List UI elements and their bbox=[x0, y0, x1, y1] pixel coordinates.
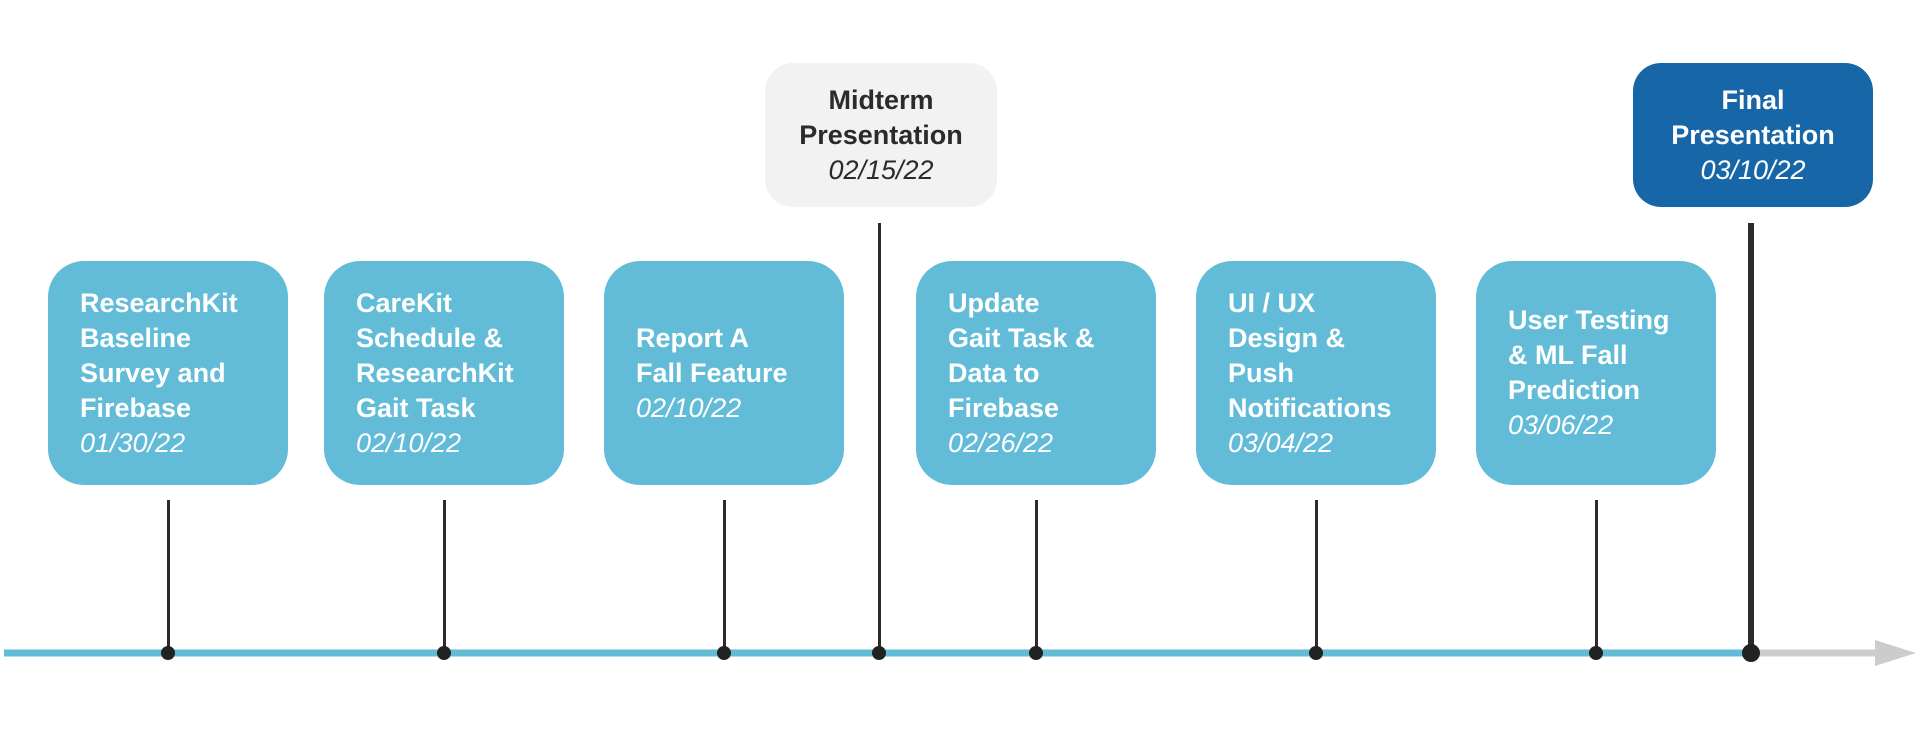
milestone-connector bbox=[878, 223, 881, 653]
task-date: 03/06/22 bbox=[1508, 410, 1614, 440]
task-title-line: Survey and bbox=[80, 357, 226, 388]
milestone-connector bbox=[1748, 223, 1754, 653]
milestone-title-line: Presentation bbox=[1671, 119, 1835, 150]
task-connector bbox=[1035, 500, 1038, 653]
task-title-line: ResearchKit bbox=[356, 357, 514, 388]
task-date: 02/26/22 bbox=[948, 427, 1054, 458]
task-dot bbox=[437, 646, 451, 660]
task-connector bbox=[1595, 500, 1598, 653]
task-box: Report A Fall Feature 02/10/22 bbox=[604, 261, 844, 485]
task-title-line: Gait Task bbox=[356, 392, 476, 423]
task-title-line: Design & bbox=[1228, 322, 1346, 353]
task-title: ResearchKit Baseline Survey and Firebase bbox=[80, 286, 288, 426]
task-dot bbox=[1309, 646, 1323, 660]
task-box: ResearchKit Baseline Survey and Firebase… bbox=[48, 261, 288, 485]
task-title: Update Gait Task & Data to Firebase bbox=[948, 286, 1156, 426]
task-title-line: Push bbox=[1228, 357, 1295, 388]
milestone-title-line: Final bbox=[1721, 84, 1785, 115]
task-title-line: & ML Fall bbox=[1508, 340, 1628, 370]
milestone-box-final: Final Presentation 03/10/22 bbox=[1633, 63, 1873, 207]
milestone-title-line: Presentation bbox=[799, 119, 963, 150]
task-title: UI / UX Design & Push Notifications bbox=[1228, 286, 1436, 426]
task-title-line: Schedule & bbox=[356, 322, 504, 353]
task-connector bbox=[167, 500, 170, 653]
task-title-line: User Testing bbox=[1508, 305, 1670, 335]
milestone-box-midterm: Midterm Presentation 02/15/22 bbox=[765, 63, 997, 207]
task-connector bbox=[723, 500, 726, 653]
task-title: User Testing & ML Fall Prediction bbox=[1508, 303, 1716, 408]
milestone-title-line: Midterm bbox=[828, 84, 934, 115]
task-connector bbox=[1315, 500, 1318, 653]
milestone-dot bbox=[872, 646, 886, 660]
task-title-line: CareKit bbox=[356, 287, 453, 318]
task-title: Report A Fall Feature bbox=[636, 321, 844, 391]
task-date: 02/10/22 bbox=[356, 427, 462, 458]
task-title-line: Firebase bbox=[948, 392, 1060, 423]
task-date: 02/10/22 bbox=[636, 392, 742, 423]
task-title-line: Report A bbox=[636, 322, 749, 353]
task-connector bbox=[443, 500, 446, 653]
task-title-line: Baseline bbox=[80, 322, 192, 353]
task-dot bbox=[1589, 646, 1603, 660]
task-title-line: Update bbox=[948, 287, 1040, 318]
task-title-line: Gait Task & bbox=[948, 322, 1095, 353]
task-date: 01/30/22 bbox=[80, 427, 186, 458]
task-title-line: UI / UX bbox=[1228, 287, 1316, 318]
task-title-line: Fall Feature bbox=[636, 357, 788, 388]
task-dot bbox=[161, 646, 175, 660]
milestone-date: 03/10/22 bbox=[1700, 154, 1806, 185]
task-date: 03/04/22 bbox=[1228, 427, 1334, 458]
task-dot bbox=[717, 646, 731, 660]
task-title-line: Firebase bbox=[80, 392, 192, 423]
task-box: UI / UX Design & Push Notifications 03/0… bbox=[1196, 261, 1436, 485]
milestone-date: 02/15/22 bbox=[828, 154, 934, 185]
task-dot bbox=[1029, 646, 1043, 660]
timeline-arrow-head-icon bbox=[1875, 640, 1916, 666]
milestone-dot bbox=[1742, 644, 1760, 662]
task-title-line: Prediction bbox=[1508, 375, 1641, 405]
task-box: Update Gait Task & Data to Firebase 02/2… bbox=[916, 261, 1156, 485]
task-box: User Testing & ML Fall Prediction 03/06/… bbox=[1476, 261, 1716, 485]
task-box: CareKit Schedule & ResearchKit Gait Task… bbox=[324, 261, 564, 485]
task-title: CareKit Schedule & ResearchKit Gait Task bbox=[356, 286, 564, 426]
task-title-line: Data to bbox=[948, 357, 1040, 388]
task-title-line: ResearchKit bbox=[80, 287, 238, 318]
task-title-line: Notifications bbox=[1228, 392, 1392, 423]
